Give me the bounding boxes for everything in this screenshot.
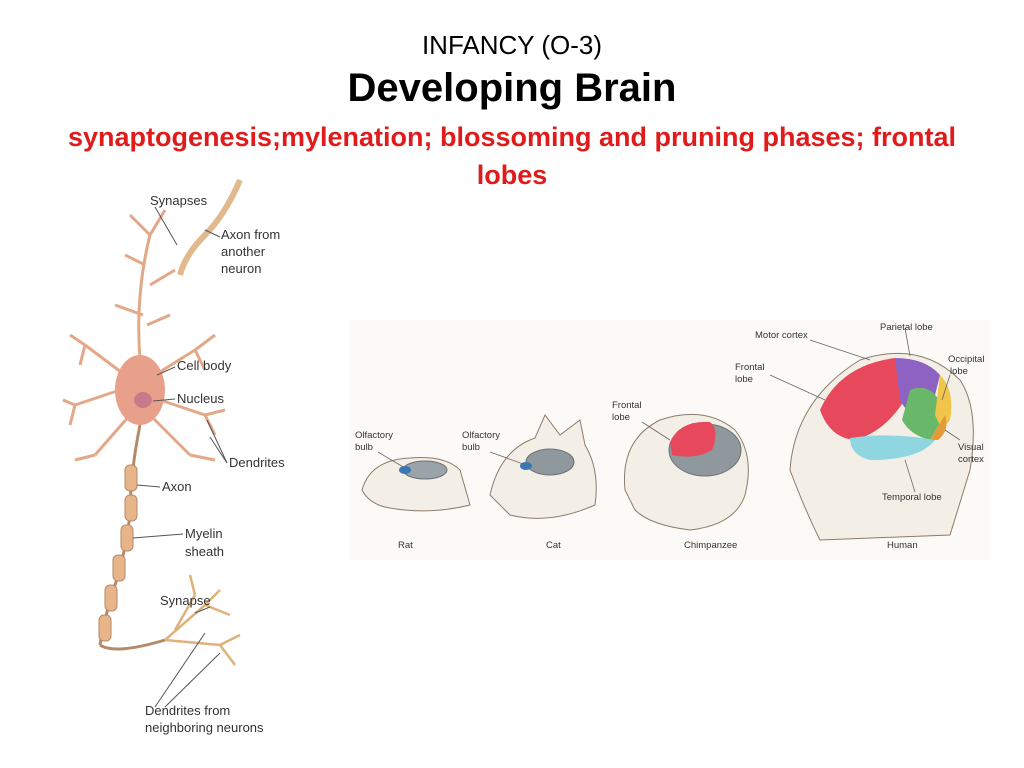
brain-comparison-illustration: Olfactory bulb Olfactory bulb Frontal lo…	[350, 320, 990, 560]
title-block: INFANCY (O-3) Developing Brain synaptoge…	[0, 28, 1024, 194]
brain-comparison-svg: Olfactory bulb Olfactory bulb Frontal lo…	[355, 322, 984, 551]
neuron-illustration: Synapses Axon from another neuron Cell b…	[55, 175, 355, 750]
label-dendrites-from-2: neighboring neurons	[145, 720, 264, 735]
slide-title: Developing Brain	[347, 66, 677, 110]
chimpanzee-drawing	[623, 413, 749, 531]
animal-label-human: Human	[887, 540, 918, 551]
label-occipital-1: Occipital	[948, 354, 984, 365]
animal-label-cat: Cat	[546, 540, 561, 551]
label-cat-olfactory-1: Olfactory	[462, 430, 500, 441]
label-nucleus: Nucleus	[177, 391, 224, 406]
label-synapse: Synapse	[160, 593, 211, 608]
slide-pretitle: INFANCY (O-3)	[421, 30, 603, 60]
cat-drawing	[489, 414, 597, 519]
label-myelin-1: Myelin	[185, 526, 223, 541]
label-synapses: Synapses	[150, 193, 208, 208]
label-occipital-2: lobe	[950, 366, 968, 377]
label-chimp-frontal-2: lobe	[612, 412, 630, 423]
label-axon-from-2: another	[221, 244, 266, 259]
axon-terminal	[99, 638, 166, 651]
label-visual-2: cortex	[958, 454, 984, 465]
terminal-dendrites	[164, 574, 241, 666]
label-chimp-frontal-1: Frontal	[612, 400, 642, 411]
label-dendrites: Dendrites	[229, 455, 285, 470]
label-axon: Axon	[162, 479, 192, 494]
leader-lines	[132, 206, 228, 708]
slide-subtitle: synaptogenesis;mylenation; blossoming an…	[67, 122, 957, 190]
label-cell-body: Cell body	[177, 358, 232, 373]
brain-leader-lines	[377, 327, 961, 493]
label-motor-cortex: Motor cortex	[755, 330, 808, 341]
rat-drawing	[361, 457, 471, 512]
neuron-svg: Synapses Axon from another neuron Cell b…	[62, 178, 285, 735]
cell-body	[115, 355, 165, 425]
animal-label-chimpanzee: Chimpanzee	[684, 540, 737, 551]
label-dendrites-from-1: Dendrites from	[145, 703, 230, 718]
label-myelin-2: sheath	[185, 544, 224, 559]
label-axon-from-3: neuron	[221, 261, 261, 276]
upper-dendrites	[114, 209, 176, 361]
nucleus	[134, 392, 152, 408]
label-rat-olfactory-2: bulb	[355, 442, 373, 453]
label-axon-from-1: Axon from	[221, 227, 280, 242]
animal-label-rat: Rat	[398, 540, 413, 551]
label-human-frontal-1: Frontal	[735, 362, 765, 373]
label-human-frontal-2: lobe	[735, 374, 753, 385]
label-temporal-lobe: Temporal lobe	[882, 492, 942, 503]
label-visual-1: Visual	[958, 442, 984, 453]
label-rat-olfactory-1: Olfactory	[355, 430, 393, 441]
axon	[98, 424, 142, 646]
label-cat-olfactory-2: bulb	[462, 442, 480, 453]
incoming-axon	[177, 178, 243, 276]
label-parietal-lobe: Parietal lobe	[880, 322, 933, 333]
side-dendrites	[62, 333, 226, 462]
myelin-sheath	[98, 464, 138, 642]
human-drawing	[789, 352, 974, 541]
